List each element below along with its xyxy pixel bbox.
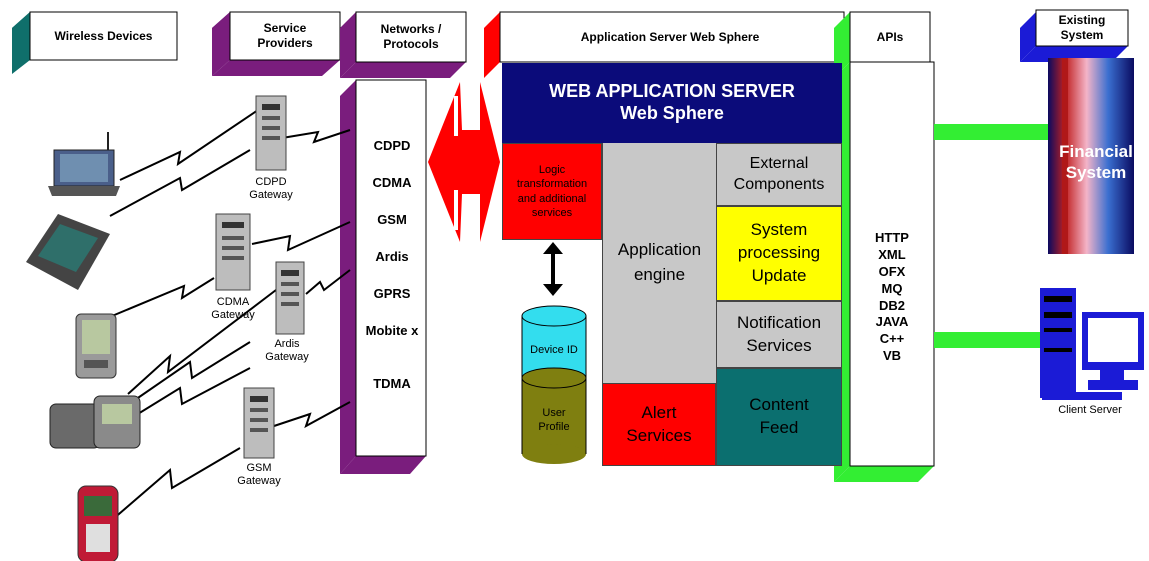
application-engine-box: Application engine	[602, 143, 716, 383]
device-user-cylinder	[521, 305, 587, 464]
apis-header-box	[834, 11, 931, 78]
api-vb: VB	[882, 348, 902, 364]
network-mobitex: Mobite x	[365, 323, 419, 338]
gsm-gateway-server	[243, 387, 275, 459]
service-providers-box	[212, 11, 341, 76]
gsm-gateway-label: GSM Gateway	[237, 462, 281, 488]
app-server-header-box	[484, 11, 845, 78]
notification-services-box: Notification Services	[716, 301, 842, 368]
cdma-gateway-label: CDMA Gateway	[211, 296, 255, 322]
financial-system-label: Financial System	[1059, 141, 1133, 182]
network-cdpd: CDPD	[373, 138, 411, 153]
cdpd-gateway-label: CDPD Gateway	[249, 176, 293, 202]
api-http: HTTP	[875, 230, 909, 245]
network-cdma: CDMA	[372, 175, 412, 190]
laptop-device-icon	[48, 132, 120, 196]
api-java: JAVA	[875, 314, 909, 330]
header-networks-protocols: Networks / Protocols	[380, 22, 442, 51]
header-apis: APIs	[876, 29, 904, 44]
ardis-gateway-label: Ardis Gateway	[265, 338, 309, 364]
content-feed-box: Content Feed	[716, 368, 842, 466]
logic-db-arrow	[543, 242, 563, 296]
logic-transformation-box: Logic transformation and additional serv…	[502, 143, 602, 240]
api-mq: MQ	[881, 280, 903, 296]
header-service-providers: Service Providers	[257, 21, 313, 50]
system-processing-box: System processing Update	[716, 206, 842, 301]
cdma-gateway-server	[215, 213, 251, 291]
api-xml: XML	[878, 246, 906, 262]
api-client-connector	[934, 332, 1048, 348]
api-db2: DB2	[878, 297, 905, 313]
ardis-gateway-server	[275, 261, 305, 335]
network-gsm: GSM	[377, 212, 407, 227]
api-financial-connector	[934, 124, 1048, 140]
network-ardis: Ardis	[375, 249, 409, 264]
web-app-server-banner: WEB APPLICATION SERVER Web Sphere	[502, 63, 842, 143]
handheld-pc-device-icon	[26, 214, 110, 290]
client-server-pc	[1040, 288, 1144, 400]
network-gprs: GPRS	[373, 286, 411, 301]
client-server-label: Client Server	[1058, 404, 1122, 416]
header-app-server: Application Server Web Sphere	[580, 29, 760, 44]
api-ofx: OFX	[878, 263, 906, 279]
user-profile-label: User Profile	[538, 406, 570, 433]
apis-column	[834, 61, 935, 482]
networks-column	[340, 79, 427, 474]
pagers-device-icon	[49, 395, 141, 449]
network-app-arrow	[428, 82, 500, 242]
mobile-phone-device-icon	[77, 485, 119, 561]
web-app-server-subtitle: Web Sphere	[620, 103, 724, 123]
web-app-server-title: WEB APPLICATION SERVER	[549, 81, 795, 102]
external-components-box: External Components	[716, 143, 842, 206]
api-cpp: C++	[879, 331, 905, 347]
device-id-label: Device ID	[530, 343, 578, 356]
wireless-devices-box	[12, 11, 178, 74]
cdpd-gateway-server	[255, 95, 287, 171]
network-tdma: TDMA	[373, 376, 411, 391]
pda-device-icon	[75, 313, 117, 379]
financial-mainframe	[1048, 58, 1134, 254]
header-existing-system: Existing System	[1058, 13, 1106, 42]
alert-services-box: Alert Services	[602, 383, 716, 466]
apis-list: HTTP XML OFX MQ DB2 JAVA C++ VB	[852, 230, 932, 365]
networks-header-box	[340, 11, 467, 78]
wireless-links	[109, 109, 351, 521]
header-wireless-devices: Wireless Devices	[54, 28, 153, 43]
